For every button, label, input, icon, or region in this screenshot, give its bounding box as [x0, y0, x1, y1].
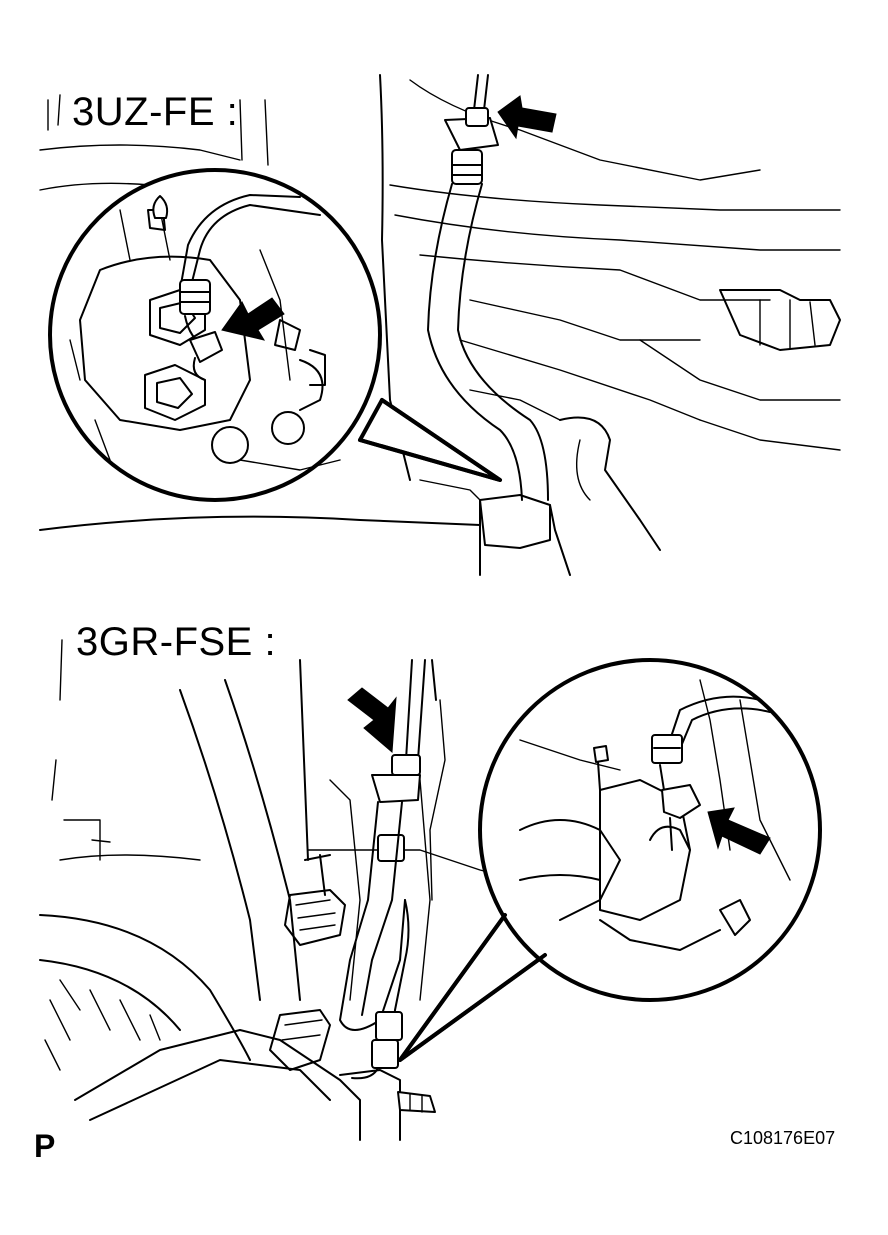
top-panel-background — [39, 74, 841, 576]
top-magnifier-callout — [48, 168, 502, 502]
arrow-icon — [497, 95, 557, 140]
arrow-icon — [707, 807, 771, 855]
bottom-magnifier-callout — [398, 658, 822, 1062]
arrow-icon — [221, 297, 285, 341]
arrow-icon — [347, 687, 397, 754]
top-brake-hose — [427, 74, 549, 501]
figure-code: C108176E07 — [730, 1128, 836, 1148]
bottom-brake-hose — [339, 659, 437, 1080]
engine-label-3gr-fse: 3GR-FSE : — [76, 620, 277, 664]
engine-label-3uz-fe: 3UZ-FE : — [72, 90, 239, 134]
bottom-panel-background — [39, 639, 521, 1141]
page-marker: P — [34, 1128, 56, 1164]
